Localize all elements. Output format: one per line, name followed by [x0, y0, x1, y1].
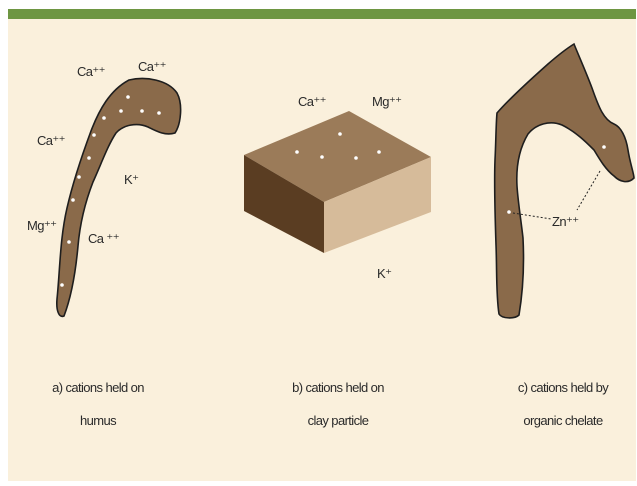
caption-a-line1: a) cations held on: [52, 380, 144, 395]
ion-label: Ca ⁺⁺: [88, 231, 119, 246]
ion-label: Mg⁺⁺: [372, 94, 401, 109]
caption-b-line1: b) cations held on: [292, 380, 384, 395]
cation-dot: [354, 156, 358, 160]
cation-dot: [338, 132, 342, 136]
ion-label: K⁺: [124, 172, 138, 187]
ion-label: K⁺: [377, 266, 391, 281]
cation-dot: [60, 283, 64, 287]
caption-b-line2: clay particle: [308, 413, 369, 428]
ion-label: Zn⁺⁺: [552, 214, 579, 229]
organic-chelate-group: [495, 44, 634, 318]
ion-label: Ca⁺⁺: [298, 94, 326, 109]
cation-dot: [377, 150, 381, 154]
ion-label: Ca⁺⁺: [77, 64, 105, 79]
cation-dot: [92, 133, 96, 137]
humus-particle: [57, 79, 181, 317]
cation-dot: [140, 109, 144, 113]
ion-label: Mg⁺⁺: [27, 218, 56, 233]
cation-dot: [71, 198, 75, 202]
cation-dot: [87, 156, 91, 160]
cation-dot: [320, 155, 324, 159]
cation-dot: [77, 175, 81, 179]
cation-dot: [102, 116, 106, 120]
cation-dot: [602, 145, 606, 149]
cation-dot: [126, 95, 130, 99]
cation-dot: [157, 111, 161, 115]
caption-a-line2: humus: [80, 413, 117, 428]
ion-label: Ca⁺⁺: [37, 133, 65, 148]
caption-c-line1: c) cations held by: [518, 380, 609, 395]
cation-dot: [295, 150, 299, 154]
ion-label: Ca⁺⁺: [138, 59, 166, 74]
organic-chelate: [495, 44, 634, 318]
chelate-bond-line: [577, 171, 600, 210]
cation-dot: [67, 240, 71, 244]
cation-dot: [119, 109, 123, 113]
clay-particle: [244, 111, 431, 253]
humus-particle-group: [57, 79, 181, 317]
caption-c-line2: organic chelate: [523, 413, 603, 428]
cation-dot: [507, 210, 511, 214]
